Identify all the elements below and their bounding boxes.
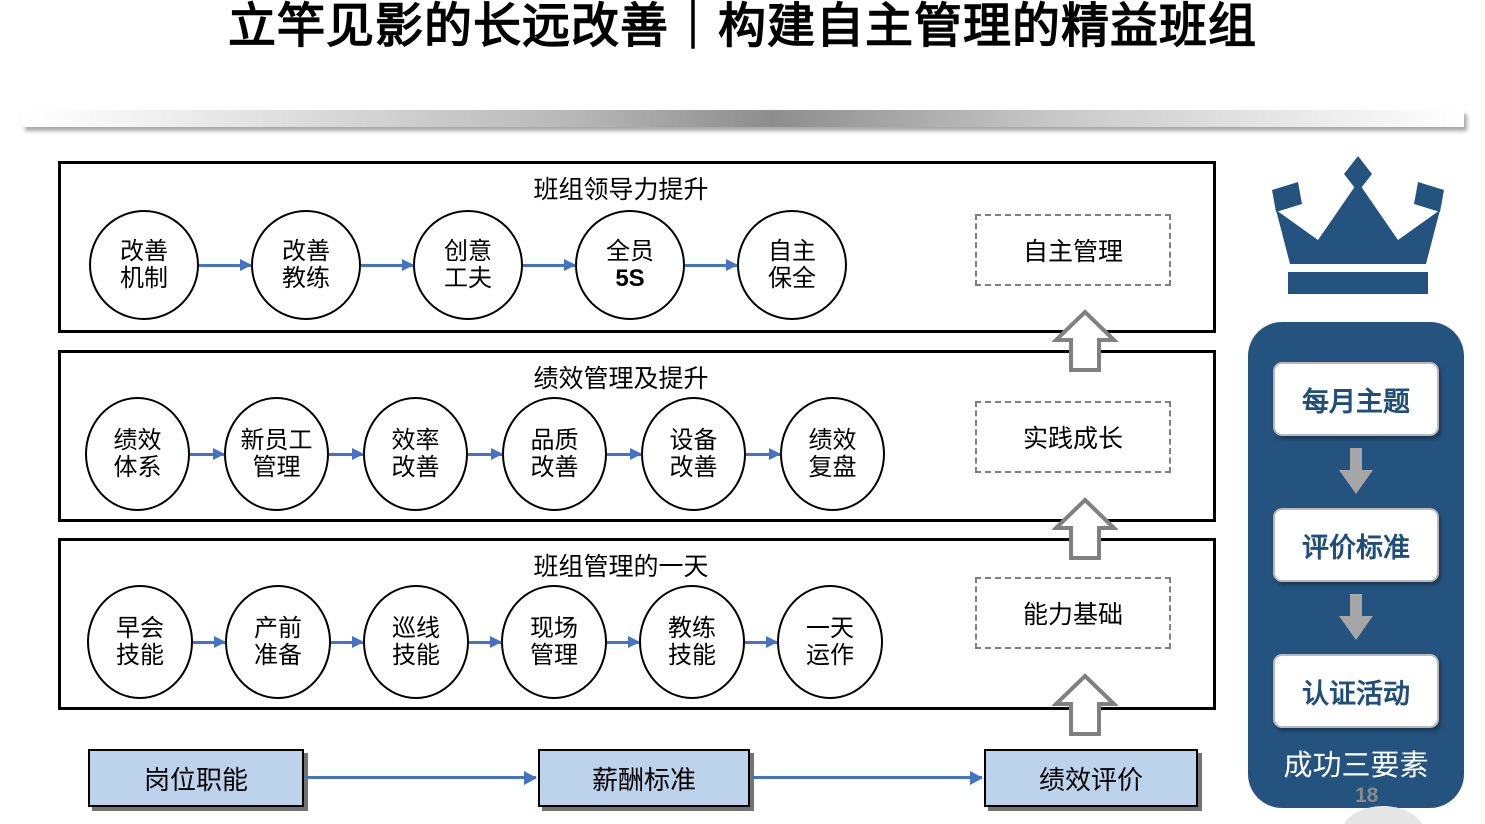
row-daily-nodes: 早会 技能 产前 准备 巡线 技能 现场 管理 教练 技能 — [87, 585, 883, 699]
arrow-connector — [468, 448, 503, 460]
node-line-2: 改善 — [530, 454, 579, 481]
node-line-1: 绩效 — [808, 427, 857, 454]
node-efficiency-improvement[interactable]: 效率 改善 — [363, 397, 468, 511]
node-line-1: 教练 — [668, 615, 716, 642]
down-arrow-icon — [1339, 594, 1373, 640]
node-improvement-mechanism[interactable]: 改善 机制 — [89, 210, 199, 320]
node-new-employee-management[interactable]: 新员工 管理 — [224, 397, 329, 511]
node-line-1: 早会 — [116, 615, 164, 642]
node-improvement-coach[interactable]: 改善 教练 — [251, 210, 361, 320]
node-creative-effort[interactable]: 创意 工夫 — [413, 210, 523, 320]
arrow-connector — [331, 636, 364, 648]
node-line-2: 运作 — [806, 642, 854, 669]
foundation-arrow-connector — [752, 771, 983, 785]
row-leadership-nodes: 改善 机制 改善 教练 创意 工夫 全员 5S 自主 保全 — [89, 210, 847, 320]
outcome-autonomous-management: 自主管理 — [975, 214, 1171, 286]
arrow-connector — [745, 636, 778, 648]
arrow-connector — [607, 636, 640, 648]
arrow-connector — [523, 259, 576, 271]
node-line-2: 技能 — [392, 642, 440, 669]
node-line-1: 效率 — [391, 427, 440, 454]
title-divider — [22, 110, 1464, 127]
escalation-up-arrow-icon — [1052, 672, 1118, 738]
node-line-2: 管理 — [530, 642, 578, 669]
node-line-1: 设备 — [669, 427, 718, 454]
foundation-arrow-connector — [306, 771, 537, 785]
foundation-box-performance-evaluation[interactable]: 绩效评价 — [984, 749, 1198, 807]
page-number: 18 — [1355, 784, 1379, 807]
arrow-connector — [329, 448, 364, 460]
node-line-patrol-skill[interactable]: 巡线 技能 — [363, 585, 469, 699]
node-performance-system[interactable]: 绩效 体系 — [85, 397, 190, 511]
node-line-2: 管理 — [252, 454, 301, 481]
panel-step-monthly-theme[interactable]: 每月主题 — [1273, 362, 1439, 436]
panel-step-evaluation-criteria[interactable]: 评价标准 — [1273, 508, 1439, 582]
arrow-connector — [746, 448, 781, 460]
panel-step-certification-activity[interactable]: 认证活动 — [1273, 654, 1439, 728]
panel-caption: 成功三要素 — [1283, 750, 1429, 782]
node-line-2: 技能 — [668, 642, 716, 669]
node-morning-meeting-skill[interactable]: 早会 技能 — [87, 585, 193, 699]
success-factors-panel: 每月主题 评价标准 认证活动 成功三要素 — [1248, 322, 1464, 808]
node-line-2: 体系 — [113, 454, 162, 481]
row-daily: 班组管理的一天 早会 技能 产前 准备 巡线 技能 现场 管理 — [58, 538, 1216, 710]
node-line-2: 保全 — [768, 265, 816, 292]
row-daily-title: 班组管理的一天 — [533, 553, 709, 581]
arrow-connector — [685, 259, 738, 271]
node-line-1: 自主 — [768, 238, 816, 265]
row-performance: 绩效管理及提升 绩效 体系 新员工 管理 效率 改善 品质 改善 — [58, 350, 1216, 522]
row-leadership: 班组领导力提升 改善 机制 改善 教练 创意 工夫 全员 5S — [58, 161, 1216, 333]
node-coaching-skill[interactable]: 教练 技能 — [639, 585, 745, 699]
foundation-box-job-function[interactable]: 岗位职能 — [88, 749, 304, 807]
node-line-2: 5S — [615, 265, 645, 292]
node-shopfloor-management[interactable]: 现场 管理 — [501, 585, 607, 699]
arrow-connector — [190, 448, 225, 460]
node-line-1: 巡线 — [392, 615, 440, 642]
outcome-practice-growth: 实践成长 — [975, 401, 1171, 473]
page-title: 立竿见影的长远改善｜构建自主管理的精益班组 — [227, 0, 1257, 53]
arrow-connector — [469, 636, 502, 648]
node-one-day-operation[interactable]: 一天 运作 — [777, 585, 883, 699]
node-performance-review[interactable]: 绩效 复盘 — [780, 397, 885, 511]
node-line-1: 品质 — [530, 427, 579, 454]
arrow-connector — [193, 636, 226, 648]
node-line-2: 教练 — [282, 265, 330, 292]
node-line-1: 一天 — [806, 615, 854, 642]
node-line-1: 全员 — [606, 238, 654, 265]
node-line-2: 改善 — [391, 454, 440, 481]
arrow-connector — [607, 448, 642, 460]
escalation-up-arrow-icon — [1052, 496, 1118, 562]
arrow-connector — [361, 259, 414, 271]
node-line-1: 创意 — [444, 238, 492, 265]
node-line-1: 现场 — [530, 615, 578, 642]
node-line-1: 产前 — [254, 615, 302, 642]
node-line-2: 技能 — [116, 642, 164, 669]
crown-icon — [1258, 152, 1458, 302]
node-autonomous-maintenance[interactable]: 自主 保全 — [737, 210, 847, 320]
node-line-1: 改善 — [120, 238, 168, 265]
down-arrow-icon — [1339, 448, 1373, 494]
node-line-2: 机制 — [120, 265, 168, 292]
outcome-capability-foundation: 能力基础 — [975, 577, 1171, 649]
row-performance-nodes: 绩效 体系 新员工 管理 效率 改善 品质 改善 设备 改善 — [85, 397, 885, 511]
node-quality-improvement[interactable]: 品质 改善 — [502, 397, 607, 511]
row-performance-title: 绩效管理及提升 — [533, 365, 709, 393]
escalation-up-arrow-icon — [1052, 308, 1118, 374]
node-line-2: 复盘 — [808, 454, 857, 481]
node-pre-production-prep[interactable]: 产前 准备 — [225, 585, 331, 699]
node-line-2: 工夫 — [444, 265, 492, 292]
arrow-connector — [199, 259, 252, 271]
row-leadership-title: 班组领导力提升 — [533, 176, 709, 204]
node-line-1: 绩效 — [113, 427, 162, 454]
node-line-2: 改善 — [669, 454, 718, 481]
corner-decoration — [1340, 806, 1426, 824]
node-line-1: 新员工 — [240, 427, 313, 454]
node-equipment-improvement[interactable]: 设备 改善 — [641, 397, 746, 511]
node-total-5s[interactable]: 全员 5S — [575, 210, 685, 320]
node-line-1: 改善 — [282, 238, 330, 265]
node-line-2: 准备 — [254, 642, 302, 669]
foundation-box-pay-standard[interactable]: 薪酬标准 — [538, 749, 750, 807]
